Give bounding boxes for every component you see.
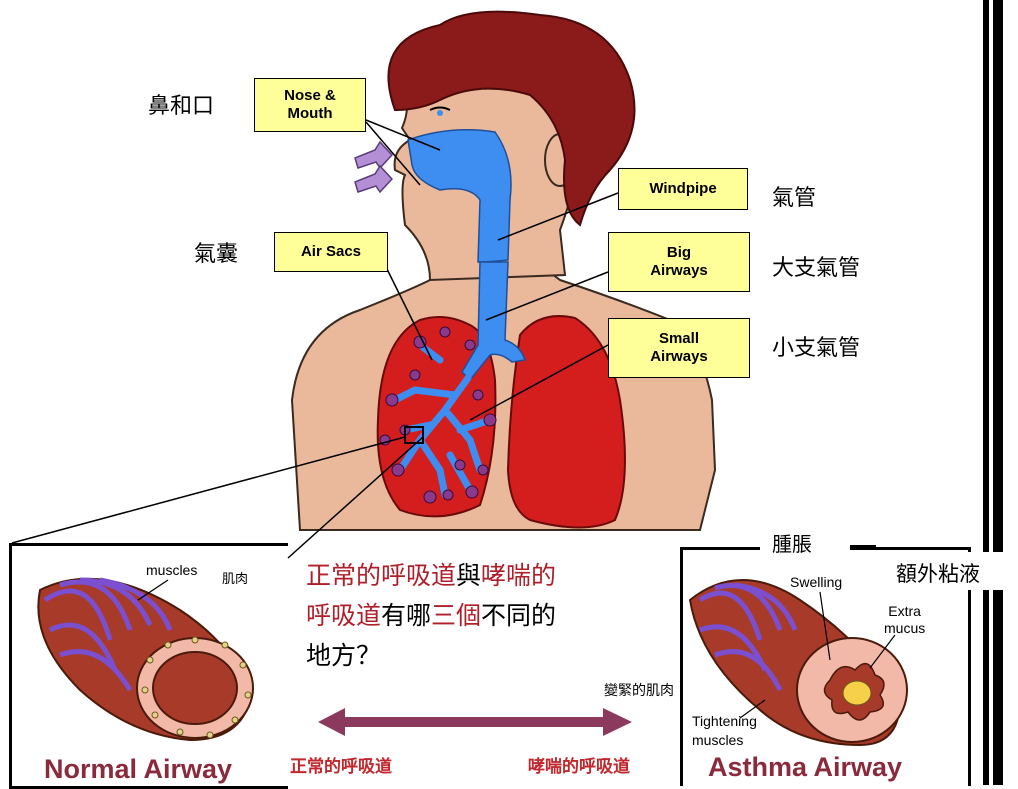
label-windpipe: Windpipe (618, 168, 748, 210)
comparison-arrow (318, 708, 632, 736)
cn-big-airways: 大支氣管 (772, 250, 860, 282)
normal-muscles-label: muscles (146, 562, 197, 578)
swelling-label: Swelling (790, 574, 842, 590)
cn-tightening: 變緊的肌肉 (604, 680, 674, 700)
extra-mucus-label: Extra mucus (884, 603, 925, 637)
question-text: 正常的呼吸道與哮喘的呼吸道有哪三個不同的地方？ (306, 556, 646, 676)
arrow-left-label: 正常的呼吸道 (290, 752, 392, 777)
eye-iris (437, 110, 443, 116)
label-nose-mouth: Nose & Mouth (254, 78, 366, 132)
cn-muscles-label: 肌肉 (222, 568, 248, 587)
right-border-thick (993, 0, 1003, 785)
label-big-airways: Big Airways (608, 232, 750, 292)
asthma-airway-title: Asthma Airway (708, 752, 902, 783)
q-three: 三個 (431, 601, 481, 630)
q-places: 地方？ (306, 641, 381, 670)
cn-extra-mucus: 額外粘液 (896, 558, 980, 588)
cn-windpipe: 氣管 (772, 180, 816, 212)
cn-small-airways: 小支氣管 (772, 330, 860, 362)
right-border-thin (983, 0, 989, 785)
q-and: 與 (456, 561, 481, 590)
normal-airway-title: Normal Airway (44, 754, 232, 785)
label-air-sacs: Air Sacs (274, 232, 388, 272)
breath-arrow-2 (355, 166, 392, 192)
q-different: 不同的 (481, 601, 556, 630)
cn-swelling: 腫脹 (772, 528, 812, 557)
cn-nose-mouth: 鼻和口 (148, 88, 214, 120)
q-normal-airway: 正常的呼吸道 (306, 561, 456, 590)
arrow-right-label: 哮喘的呼吸道 (528, 752, 630, 777)
q-asthma: 哮喘的 (481, 561, 556, 590)
tightening-label: Tightening muscles (692, 712, 757, 750)
q-airway: 呼吸道 (306, 601, 381, 630)
q-which: 有哪 (381, 601, 431, 630)
cn-air-sacs: 氣囊 (194, 236, 238, 268)
label-small-airways: Small Airways (608, 318, 750, 378)
